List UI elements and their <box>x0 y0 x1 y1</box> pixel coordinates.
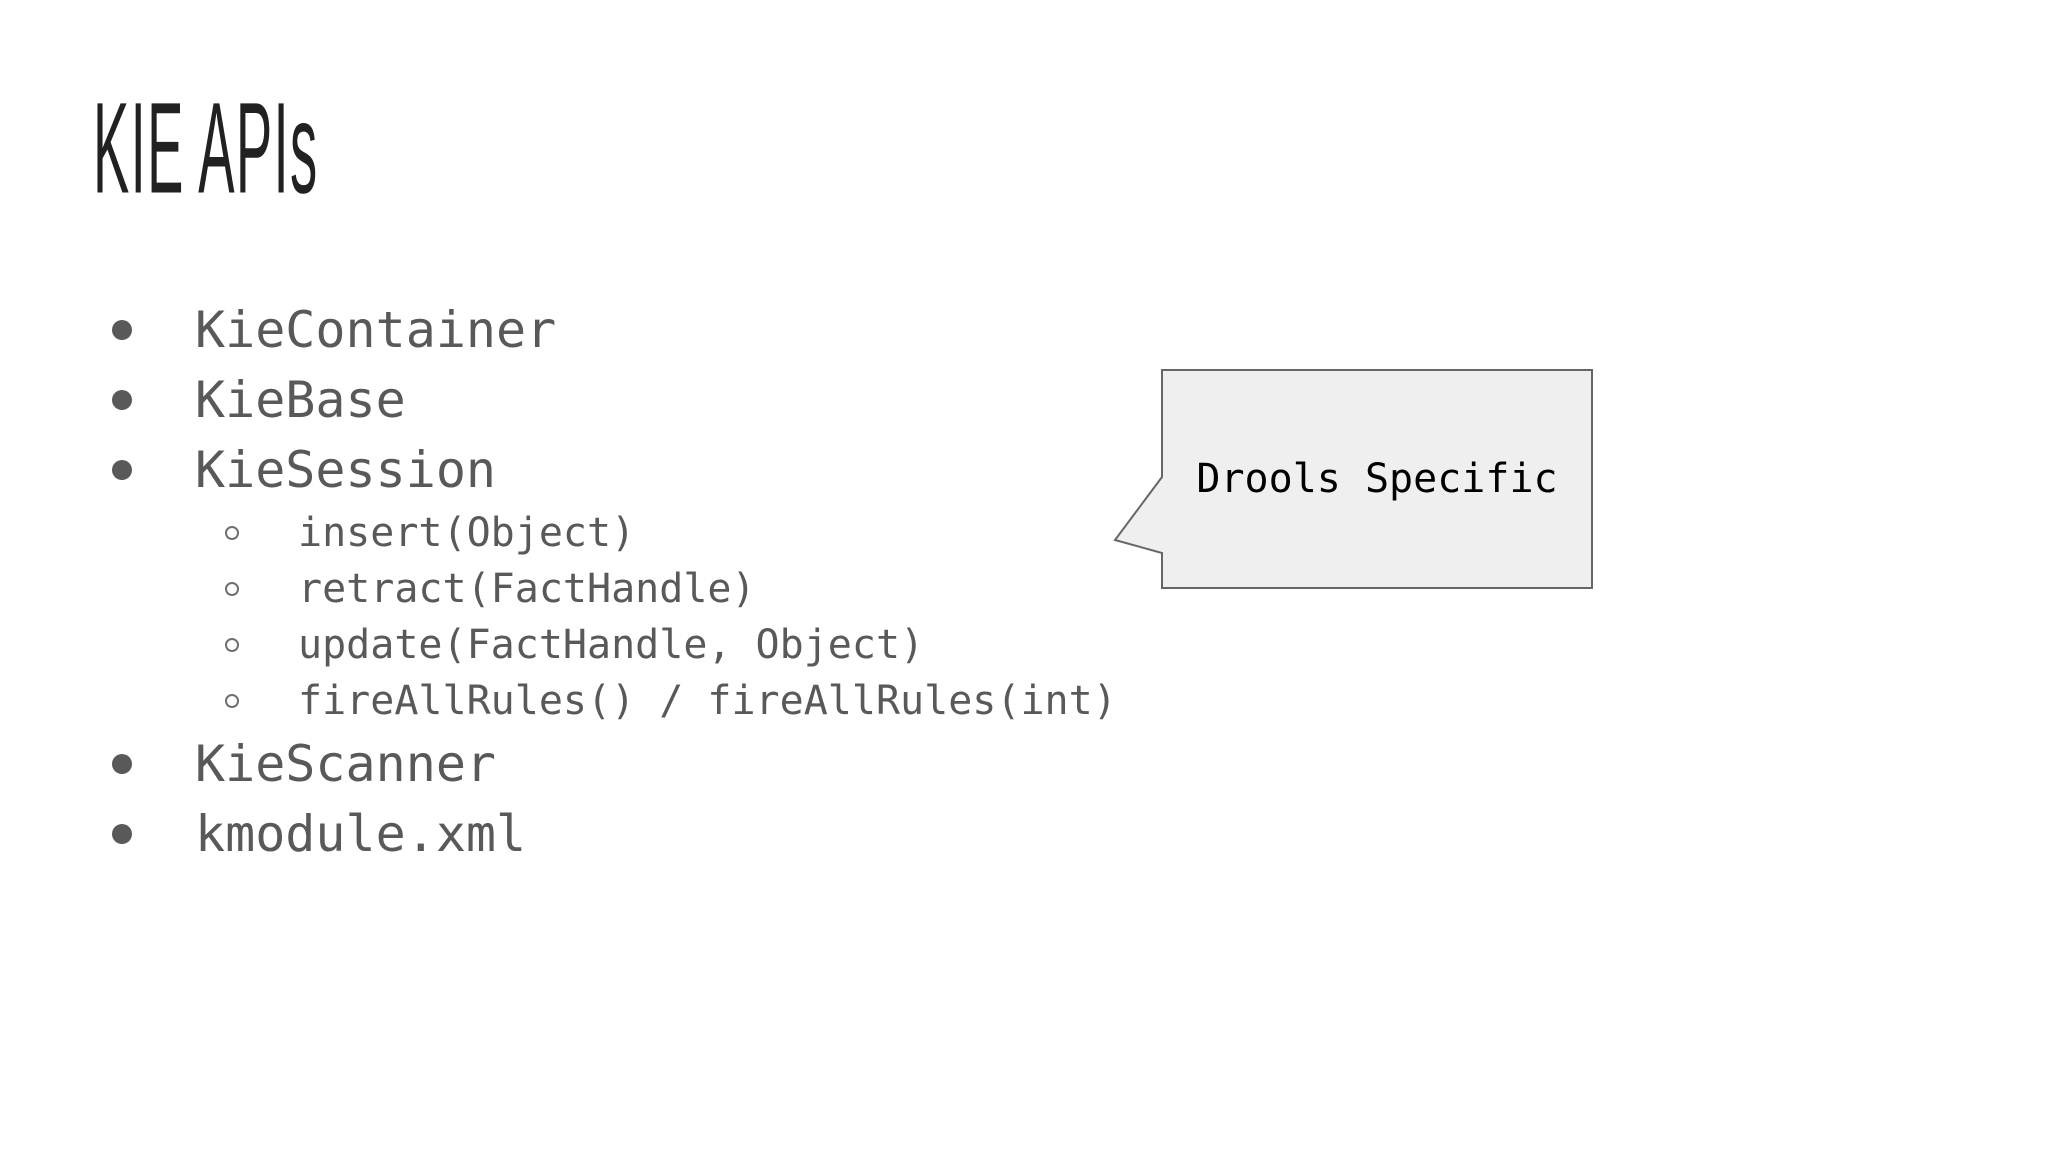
speech-bubble-icon <box>1113 369 1593 589</box>
list-subitem: insert(Object) <box>0 505 2048 561</box>
callout-label: Drools Specific <box>1196 456 1558 502</box>
bullet-circle-icon <box>225 526 239 540</box>
list-item-label: KieSession <box>195 441 497 499</box>
list-subitem: update(FactHandle, Object) <box>0 617 2048 673</box>
list-item: KieBase <box>0 365 2048 435</box>
bullet-list: KieContainer KieBase KieSession insert(O… <box>0 295 2048 869</box>
list-item-label: KieContainer <box>195 301 557 359</box>
list-subitem-label: fireAllRules() / fireAllRules(int) <box>298 678 1117 724</box>
bullet-disc-icon <box>112 754 132 774</box>
list-item: kmodule.xml <box>0 799 2048 869</box>
callout-bubble-shape <box>1113 369 1593 589</box>
list-item: KieSession <box>0 435 2048 505</box>
slide-title: KIE APIs <box>93 75 319 221</box>
list-item: KieScanner <box>0 729 2048 799</box>
list-item-label: kmodule.xml <box>195 805 527 863</box>
list-subitem-label: insert(Object) <box>298 510 636 556</box>
bullet-disc-icon <box>112 460 132 480</box>
list-subitem-label: update(FactHandle, Object) <box>298 622 925 668</box>
bullet-circle-icon <box>225 582 239 596</box>
bullet-disc-icon <box>112 390 132 410</box>
list-subitem: fireAllRules() / fireAllRules(int) <box>0 673 2048 729</box>
bullet-disc-icon <box>112 320 132 340</box>
list-item-label: KieBase <box>195 371 406 429</box>
list-item-label: KieScanner <box>195 735 497 793</box>
list-item: KieContainer <box>0 295 2048 365</box>
list-subitem: retract(FactHandle) <box>0 561 2048 617</box>
bullet-disc-icon <box>112 824 132 844</box>
bullet-circle-icon <box>225 638 239 652</box>
bullet-circle-icon <box>225 694 239 708</box>
list-subitem-label: retract(FactHandle) <box>298 566 756 612</box>
